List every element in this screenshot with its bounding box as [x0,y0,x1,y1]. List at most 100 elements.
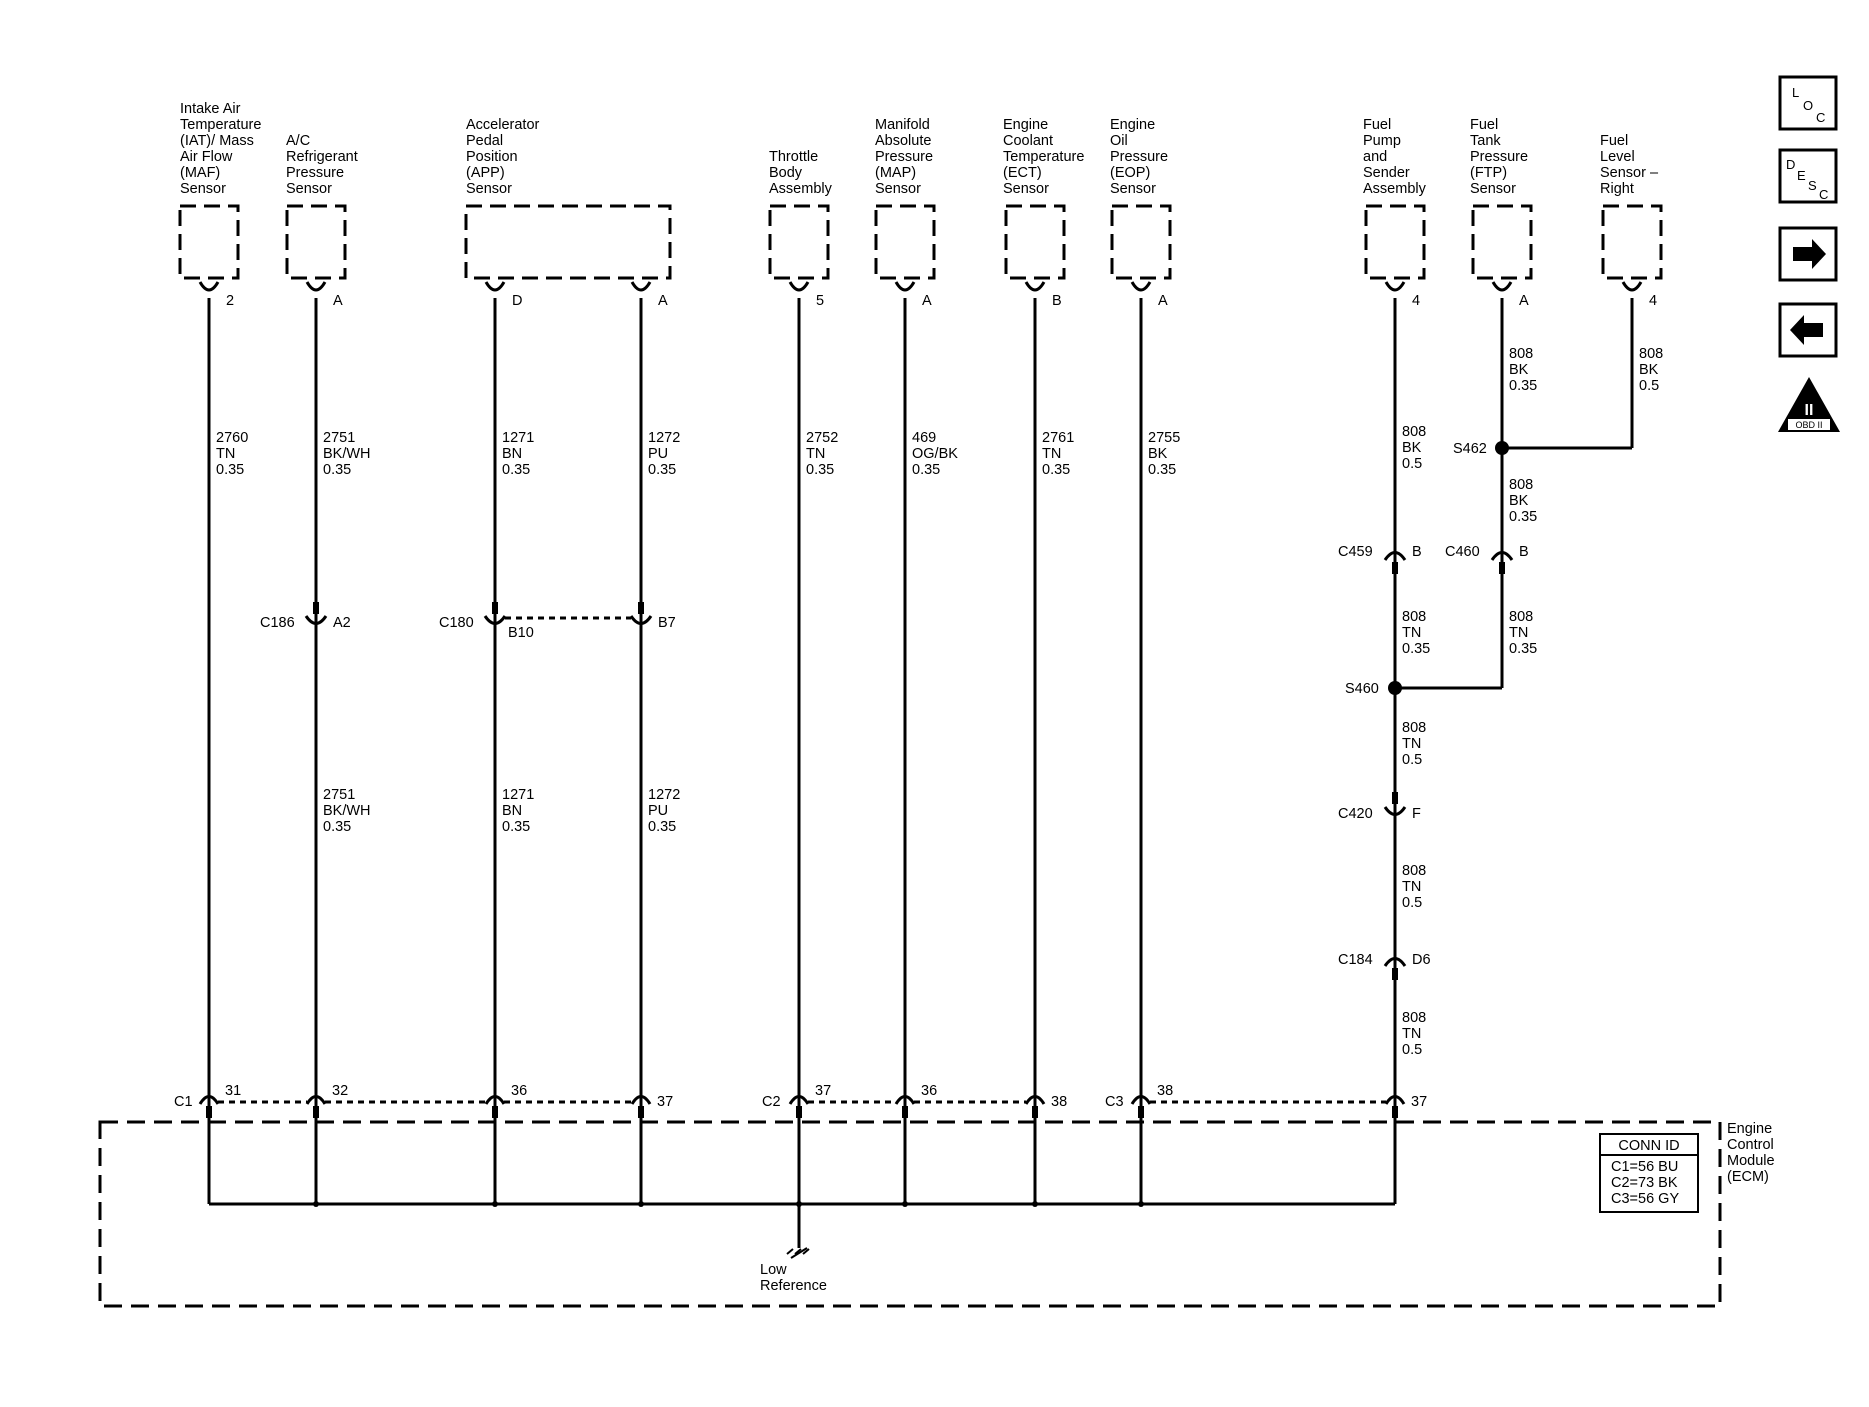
ground-symbol [786,1247,810,1259]
ecm-pin-number: 37 [1411,1094,1427,1110]
label-line: Pressure [286,165,344,181]
male-pin [1392,968,1398,980]
label-line: Module [1727,1153,1775,1169]
pin-connector-fuel-level [1621,281,1643,292]
circuit-label: 808 TN 0.5 [1402,863,1426,911]
label-line: Control [1727,1137,1774,1153]
junction-dot [902,1201,908,1207]
junction-dot [796,1201,802,1207]
pin-label: D [512,293,522,309]
ecm-male-pin [796,1106,802,1118]
label-line: Air Flow [180,149,233,165]
splice-s462: S462 [1453,441,1509,457]
label-line: Throttle [769,149,818,165]
sensor-box-app [464,204,672,280]
ecm-pin-socket [1024,1095,1046,1105]
circuit-label: 808 TN 0.35 [1509,609,1537,657]
circuit-gauge: 0.5 [1402,895,1422,911]
label-line: A/C [286,133,310,149]
label-line: Sensor [1110,181,1156,197]
next-page-button[interactable] [1778,226,1838,282]
circuit-number: 2760 [216,430,248,446]
circuit-label: 1272 PU 0.35 [648,787,680,835]
circuit-color: PU [648,803,668,819]
circuit-label: 808 TN 0.5 [1402,1010,1426,1058]
circuit-color: TN [1402,879,1421,895]
pin-label: A [333,293,343,309]
circuit-color: TN [1509,625,1528,641]
circuit-label: 808 TN 0.35 [1402,609,1430,657]
ecm-male-pin [902,1106,908,1118]
circuit-label: 2760 TN 0.35 [216,430,248,478]
sensor-label-map: Manifold Absolute Pressure (MAP) Sensor [875,117,933,197]
label-line: Coolant [1003,133,1053,149]
pin-label: A [658,293,668,309]
inline-connector-c420: C420 F [1338,792,1421,822]
connector-pin: A2 [333,615,351,631]
circuit-label: 1271 BN 0.35 [502,430,534,478]
label-line: Accelerator [466,117,540,133]
label-line: (EOP) [1110,165,1150,181]
obd-ii-button[interactable]: II OBD II [1778,377,1840,432]
desc-icon-letter: E [1797,168,1806,183]
previous-page-button[interactable] [1778,302,1838,358]
sensor-box-ftp [1471,204,1533,280]
sensor-pin-labels: 2 A D A 5 A B A 4 A 4 [226,293,1657,309]
label-line: Refrigerant [286,149,358,165]
loc-button[interactable]: L O C [1778,75,1838,131]
inline-connector-c460: C460 B [1445,544,1529,574]
ecm-male-pin [313,1106,319,1118]
circuit-number: 1271 [502,430,534,446]
ecm-pin-socket [305,1095,327,1105]
junction-dot [492,1201,498,1207]
circuit-labels-top: 2760 TN 0.35 2751 BK/WH 0.35 1271 BN 0.3… [216,430,1180,478]
pin-label: 4 [1412,293,1420,309]
pin-label: 2 [226,293,234,309]
female-socket [1383,551,1407,561]
circuit-color: BN [502,803,522,819]
obd-ii-icon [1778,377,1840,432]
circuit-label: 808 BK 0.5 [1402,424,1426,472]
desc-button[interactable]: D E S C [1778,148,1838,204]
sensor-box-fuel-level [1601,204,1663,280]
ecm-pin-number: 31 [225,1083,241,1099]
label-line: Sensor [1470,181,1516,197]
label-line: Oil [1110,133,1128,149]
female-socket [483,615,507,625]
circuit-label: 808 BK 0.35 [1509,346,1537,394]
label-line: (FTP) [1470,165,1507,181]
obd-caption-bg [1788,419,1830,430]
circuit-number: 808 [1402,609,1426,625]
circuit-gauge: 0.35 [323,819,351,835]
ecm-pin-number: 38 [1051,1094,1067,1110]
sensor-label-ac-refrigerant: A/C Refrigerant Pressure Sensor [286,133,358,197]
circuit-color: TN [1402,1026,1421,1042]
male-pin [313,602,319,614]
pin-connector-ect [1024,281,1046,292]
pin-label: B [1052,293,1062,309]
circuit-gauge: 0.5 [1402,456,1422,472]
connector-name: C420 [1338,806,1373,822]
label-line: Sensor [875,181,921,197]
label-line: Sender [1363,165,1410,181]
label-line: Temperature [180,117,261,133]
connector-name: C184 [1338,952,1373,968]
label-line: Sensor [466,181,512,197]
male-pin [1499,562,1505,574]
connector-pin: B [1412,544,1422,560]
ecm-pin-number: 36 [921,1083,937,1099]
circuit-label: 1272 PU 0.35 [648,430,680,478]
circuit-gauge: 0.35 [648,462,676,478]
label-line: Level [1600,149,1635,165]
ground-tick [802,1248,810,1255]
circuit-color: BK/WH [323,803,371,819]
circuit-color: BK [1509,493,1529,509]
circuit-color: TN [1402,736,1421,752]
circuit-color: PU [648,446,668,462]
sensor-boxes [178,204,1663,280]
ecm-male-pins [206,1106,1398,1118]
inline-connector-c186: C186 A2 [260,602,351,631]
connector-pin: B7 [658,615,676,631]
inline-connector-c459: C459 B [1338,544,1422,574]
circuit-number: 2751 [323,430,355,446]
